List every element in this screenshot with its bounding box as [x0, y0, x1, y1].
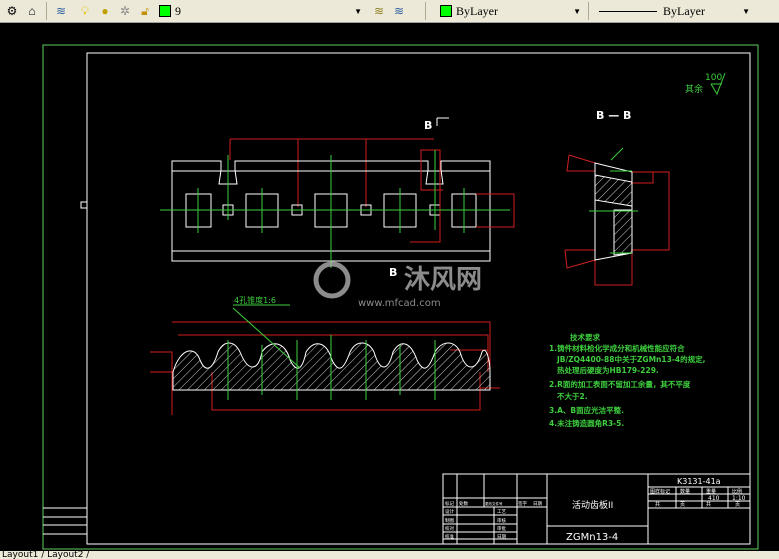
tab-layout1[interactable]: Layout1 — [2, 551, 39, 559]
section-mark-top: B — [424, 119, 432, 132]
drawing-canvas[interactable]: B B B — B 100 其余 4孔锥度1:6 沐风网 www.mfcad.c… — [0, 23, 779, 551]
tech-requirements: 技术要求 1.铸件材料检化学成分和机械性能应符合 JB/ZQ4400-88中关于… — [549, 332, 706, 428]
linetype-value: ByLayer — [663, 3, 705, 18]
watermark-logo: 沐风网 www.mfcad.com — [313, 261, 482, 309]
rev-doc: 更改文件号 — [485, 501, 503, 506]
title-block — [442, 473, 751, 545]
inner-frame — [86, 52, 751, 545]
color-dropdown[interactable]: ByLayer ▼ — [436, 2, 584, 20]
rev-count: 处数 — [459, 500, 468, 507]
roughness-rest: 其余 — [685, 83, 703, 95]
roughness-symbol-icon — [710, 72, 726, 96]
tech-line: 2.R面的加工表面不留加工余量，其不平度 — [549, 379, 691, 389]
section-view — [564, 147, 670, 286]
rev-mark: 标记 — [445, 500, 454, 507]
tech-line: 热处理后硬度为HB179-229. — [557, 365, 659, 375]
roughness-value: 100 — [705, 73, 722, 83]
make-current-layer-icon[interactable]: ≋ — [373, 3, 385, 18]
plan-view — [150, 304, 500, 415]
lightbulb-icon[interactable]: 💡︎ — [80, 3, 90, 18]
watermark-text: 沐风网 — [404, 265, 482, 295]
chevron-down-icon[interactable]: ▼ — [573, 6, 581, 16]
section-mark-bottom: B — [389, 266, 397, 279]
header-scale: 比例 — [732, 488, 742, 495]
role-check: 校对 — [445, 525, 454, 532]
outer-frame — [42, 44, 759, 550]
chevron-down-icon[interactable]: ▼ — [354, 6, 362, 16]
role-draw: 制图 — [445, 517, 454, 524]
freeze-icon[interactable]: ✲ — [119, 3, 131, 18]
sheet-no: 共 — [706, 501, 711, 508]
settings-icon[interactable]: ⚙ — [6, 3, 18, 18]
section-label: B — B — [596, 109, 631, 122]
layer-name: 9 — [175, 3, 181, 18]
layout-tabs: Layout1 / Layout2 / — [0, 551, 779, 559]
weight-value: 410 — [708, 495, 720, 502]
sheet-total: 共 — [655, 501, 660, 508]
layer-color-swatch — [159, 5, 171, 17]
tech-line: 不大于2. — [557, 391, 588, 401]
role-design: 设计 — [445, 508, 454, 515]
scale-value: 1:10 — [732, 495, 746, 502]
header-qty: 数量 — [680, 488, 690, 495]
color-value: ByLayer — [456, 3, 498, 18]
rev-sign: 签字 — [518, 500, 527, 507]
tech-line: 4.未注铸造圆角R3-5. — [549, 418, 624, 428]
sun-icon[interactable]: ● — [101, 3, 109, 18]
tech-line: JB/ZQ4400-88中关于ZGMn13-4的规定, — [556, 354, 706, 364]
role-approve: 审批 — [497, 525, 506, 532]
separator — [46, 2, 47, 20]
separator — [588, 2, 589, 20]
role-date: 日期 — [497, 534, 506, 540]
layer-dropdown[interactable]: 💡︎ ● ✲ 🔓︎ 9 ▼ — [75, 2, 365, 20]
header-mark: 图样标记 — [650, 488, 670, 495]
tab-layout2[interactable]: Layout2 — [47, 551, 84, 559]
linetype-dropdown[interactable]: ByLayer ▼ — [593, 2, 753, 20]
drawing-number: K3131-41a — [677, 477, 721, 486]
home-icon[interactable]: ⌂ — [28, 3, 36, 18]
color-swatch — [440, 5, 452, 17]
material: ZGMn13-4 — [566, 532, 618, 543]
grip-point[interactable] — [80, 201, 88, 209]
role-process: 工艺 — [497, 509, 506, 515]
separator — [425, 2, 426, 20]
layer-previous-icon[interactable]: ≋ — [393, 3, 405, 18]
watermark-url: www.mfcad.com — [358, 298, 441, 309]
hole-note: 4孔锥度1:6 — [234, 295, 276, 305]
sheet-unit: 页 — [735, 502, 740, 508]
rev-date: 日期 — [533, 501, 542, 507]
sheet-unit: 页 — [680, 502, 685, 508]
tech-line: 1.铸件材料检化学成分和机械性能应符合 — [549, 343, 685, 353]
role-calib: 校准 — [445, 533, 454, 540]
chevron-down-icon[interactable]: ▼ — [742, 6, 750, 16]
front-view — [160, 117, 515, 268]
lock-icon[interactable]: 🔓︎ — [141, 3, 149, 18]
properties-toolbar: ⚙ ⌂ ≋ 💡︎ ● ✲ 🔓︎ 9 ▼ ≋ ≋ ByLayer ▼ ByLaye… — [0, 0, 779, 23]
layer-manager-icon[interactable]: ≋ — [55, 3, 67, 18]
tech-line: 3.A、B面应光洁平整. — [549, 405, 624, 415]
linetype-sample — [599, 10, 657, 12]
tech-title: 技术要求 — [570, 332, 600, 342]
left-strip — [43, 507, 87, 535]
part-name: 活动齿板II — [572, 499, 613, 511]
header-weight: 重量 — [706, 488, 716, 495]
role-review: 审核 — [497, 517, 506, 524]
